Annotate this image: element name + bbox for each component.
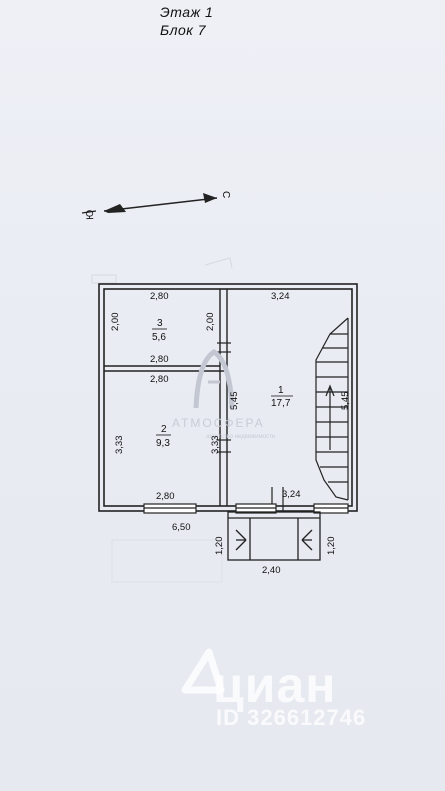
dim-room3-left: 2,00 [110, 313, 121, 332]
agency-watermark-logo [193, 349, 235, 409]
dim-room2-top: 2,80 [150, 374, 169, 385]
dim-room3-bottom: 2,80 [150, 354, 169, 365]
dim-room1-left: 5,45 [229, 392, 240, 411]
compass-south-label: С [220, 191, 231, 198]
room-3-number: 3 [157, 318, 163, 329]
dim-porch-left: 1,20 [214, 537, 225, 556]
room-2-number: 2 [161, 424, 167, 435]
dim-room3-right: 2,00 [205, 313, 216, 332]
dim-porch-right: 1,20 [326, 537, 337, 556]
room-3-area: 5,6 [152, 332, 166, 343]
room-1-area: 17,7 [271, 398, 291, 409]
porch [227, 511, 321, 561]
dim-room1-bottom: 3,24 [282, 489, 301, 500]
dim-porch-width: 2,40 [262, 565, 281, 576]
listing-id-watermark: ID 326612746 [216, 705, 367, 730]
cian-watermark-icon [181, 648, 225, 694]
partition-wall [219, 289, 228, 506]
dim-room1-top: 3,24 [271, 291, 290, 302]
room-1-number: 1 [278, 385, 284, 396]
dim-room1-right: 5,45 [340, 392, 351, 411]
outer-walls [98, 283, 358, 512]
agency-watermark-name: АТМОСФЕРА [172, 416, 265, 430]
compass-arrow [81, 193, 218, 214]
windows [143, 503, 349, 514]
agency-watermark-sub: агентство недвижимости [206, 434, 275, 440]
block-title: Блок 7 [160, 22, 207, 38]
room-3-walls [104, 365, 227, 372]
dim-room2-right: 3,33 [210, 436, 221, 455]
dim-overall-width: 6,50 [172, 522, 191, 533]
staircase [315, 317, 349, 501]
compass-north-label: Ю [85, 210, 96, 220]
cian-watermark-logo: циан [213, 657, 337, 713]
room-2-area: 9,3 [156, 438, 170, 449]
dim-room2-left: 3,33 [114, 436, 125, 455]
floor-title: Этаж 1 [160, 4, 214, 20]
dim-room2-bottom: 2,80 [156, 491, 175, 502]
dim-room3-top: 2,80 [150, 291, 169, 302]
